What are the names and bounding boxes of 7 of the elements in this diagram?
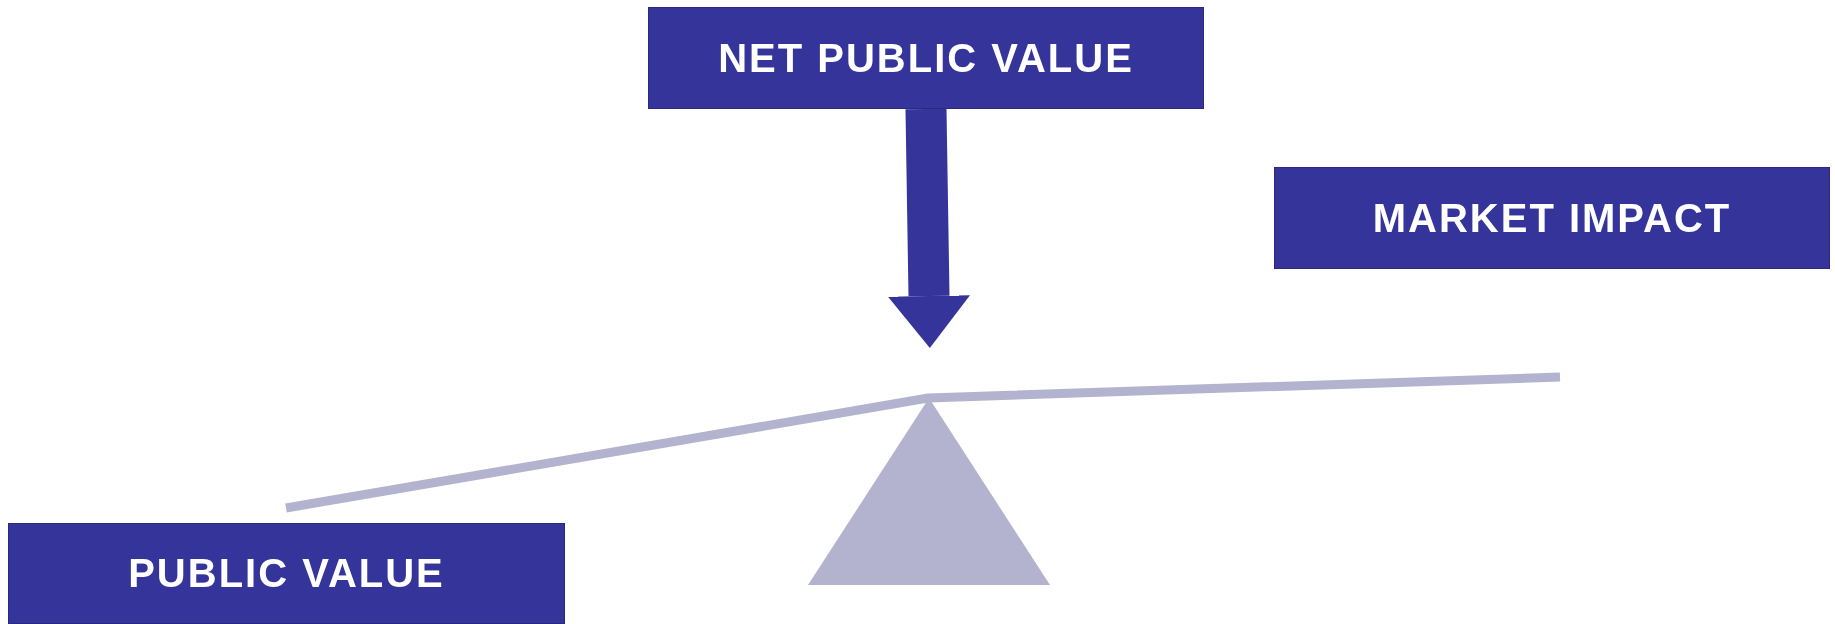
block-arrow (888, 108, 970, 348)
label-box (648, 7, 1204, 109)
label-box (8, 523, 565, 624)
box-label: MARKET IMPACT (1372, 195, 1732, 241)
box-label: NET PUBLIC VALUE (718, 35, 1134, 81)
label-box (1274, 167, 1830, 269)
box-label: PUBLIC VALUE (128, 551, 445, 596)
